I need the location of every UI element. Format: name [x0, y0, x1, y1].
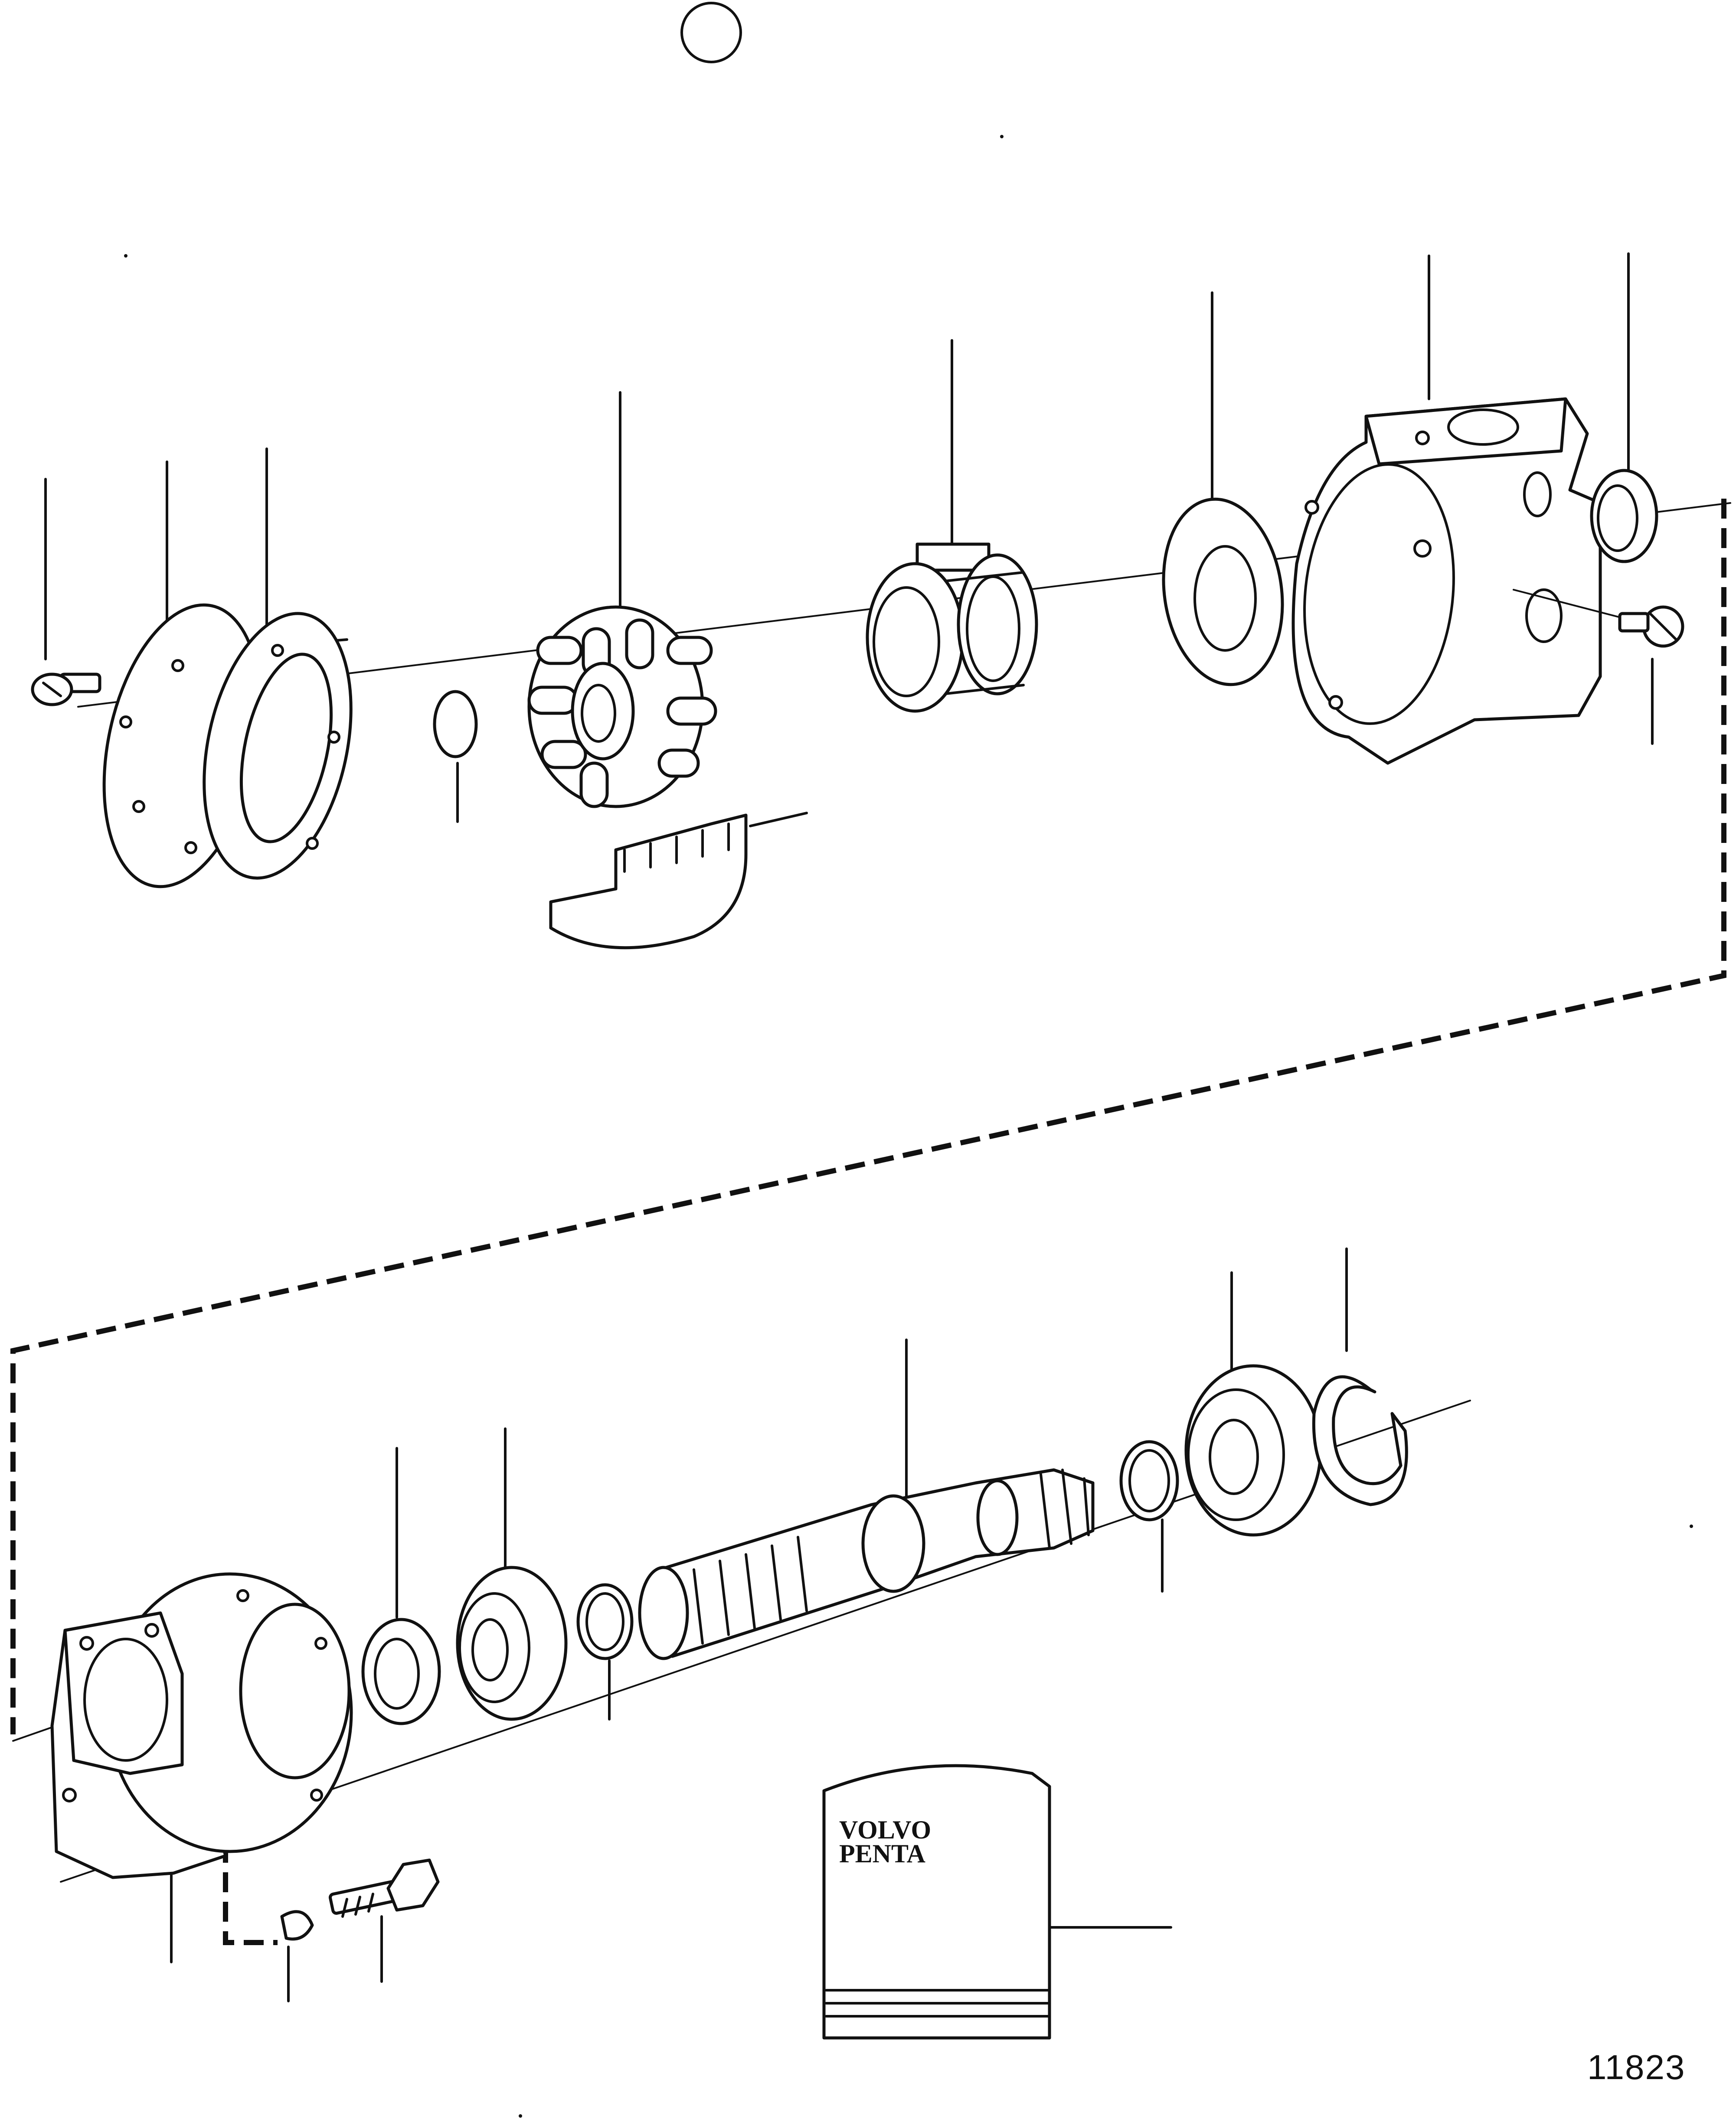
o-ring-part: [433, 690, 478, 823]
ball-bearing-part: [456, 1427, 568, 1721]
snap-ring-part: [1119, 1440, 1179, 1593]
thrust-washer-part: [1162, 291, 1284, 686]
circlip-part: [576, 1583, 634, 1721]
seal-ring-part: [361, 1447, 441, 1725]
cam-insert-part: [549, 812, 808, 950]
impeller-part: [527, 391, 717, 808]
shaft-seal-part: [866, 339, 1038, 713]
lock-clip-part: [280, 1910, 314, 2002]
flange-bolt-part: [328, 1858, 440, 1983]
reference-circle: [680, 2, 742, 63]
figure-number: 11823: [1587, 2048, 1686, 2086]
retaining-ring-part: [1312, 1247, 1408, 1506]
connection-dashed-frame: [10, 499, 1726, 1734]
kit-label-penta: PENTA: [839, 1839, 925, 1868]
drain-screw-part: [1513, 589, 1684, 745]
sealing-ring-part: [1590, 252, 1658, 563]
screw-part: [31, 478, 101, 706]
pump-shaft-part: [638, 1339, 1095, 1660]
pump-housing-part: [1291, 255, 1602, 765]
kit-label-volvo: VOLVO: [839, 1815, 931, 1844]
bearing-housing-part: [50, 1572, 353, 1963]
ball-bearing-outer-part: [1184, 1271, 1322, 1537]
lower-dashed-link: [223, 1843, 278, 1945]
service-kit-part: VOLVO PENTA: [822, 1764, 1172, 2040]
gasket-part: [203, 447, 353, 880]
